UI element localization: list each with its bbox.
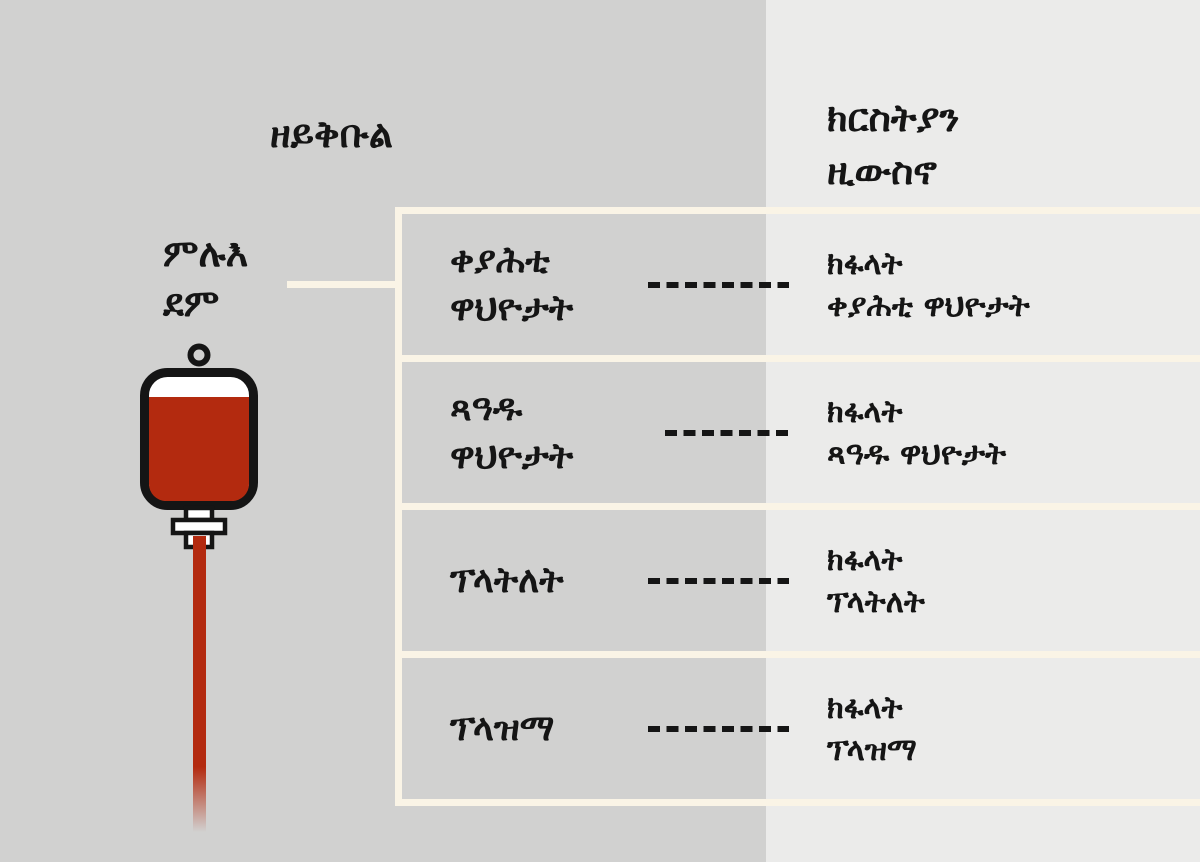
component-name-label: ቀያሕቲ ዋህዮታት [450, 237, 573, 333]
right-column-header-line2: ዚውስኖ [827, 149, 937, 193]
whole-blood-label-line1: ምሉእ [163, 231, 249, 275]
fraction-line2: ቀያሕቲ ዋህዮታት [827, 287, 1030, 324]
fraction-line1: ክፋላት [827, 245, 903, 282]
fraction-line2: ጻዓዱ ዋህዮታት [827, 435, 1007, 472]
right-panel-background [766, 0, 1200, 862]
component-name-label: ፕላዝማ [450, 705, 554, 753]
component-fraction-label: ክፋላት ቀያሕቲ ዋህዮታት [827, 243, 1030, 327]
dashed-connector [665, 429, 789, 436]
dashed-connector [648, 725, 789, 732]
right-column-header-line1: ክርስትያን [827, 96, 960, 140]
dashed-connector [648, 281, 789, 288]
whole-blood-label: ምሉእ ደም [163, 228, 248, 328]
component-fraction-label: ክፋላት ፕላትለት [827, 539, 925, 623]
dashed-connector [648, 577, 789, 584]
component-row-red-cells: ቀያሕቲ ዋህዮታት ክፋላት ቀያሕቲ ዋህዮታት [402, 214, 1200, 362]
component-name-line1: ፕላዝማ [450, 707, 555, 749]
component-name-line1: ፕላትለት [450, 559, 564, 601]
component-fraction-label: ክፋላት ፕላዝማ [827, 687, 917, 771]
component-name-label: ጻዓዱ ዋህዮታት [450, 385, 573, 481]
fraction-line2: ፕላዝማ [827, 731, 917, 768]
left-column-header-text: ዘይቅቡል [270, 112, 394, 156]
component-name-line2: ዋህዮታት [450, 287, 574, 329]
component-name-line2: ዋህዮታት [450, 435, 574, 477]
component-row-white-cells: ጻዓዱ ዋህዮታት ክፋላት ጻዓዱ ዋህዮታት [402, 362, 1200, 510]
left-column-header: ዘይቅቡል [270, 108, 393, 161]
component-name-line1: ጻዓዱ [450, 387, 523, 429]
bag-to-box-connector-line [287, 281, 395, 288]
component-fraction-label: ክፋላት ጻዓዱ ዋህዮታት [827, 391, 1006, 475]
fraction-line1: ክፋላት [827, 689, 903, 726]
fraction-line1: ክፋላት [827, 541, 903, 578]
whole-blood-label-line2: ደም [163, 281, 220, 325]
fraction-line2: ፕላትለት [827, 583, 925, 620]
component-row-platelets: ፕላትለት ክፋላት ፕላትለት [402, 510, 1200, 658]
blood-bag-icon [136, 340, 264, 840]
components-table: ቀያሕቲ ዋህዮታት ክፋላት ቀያሕቲ ዋህዮታት ጻዓዱ ዋህዮታት ክፋላ… [395, 207, 1200, 806]
fraction-line1: ክፋላት [827, 393, 903, 430]
component-name-label: ፕላትለት [450, 557, 564, 605]
right-column-header: ክርስትያን ዚውስኖ [827, 92, 959, 198]
component-name-line1: ቀያሕቲ [450, 239, 550, 281]
component-row-plasma: ፕላዝማ ክፋላት ፕላዝማ [402, 658, 1200, 799]
